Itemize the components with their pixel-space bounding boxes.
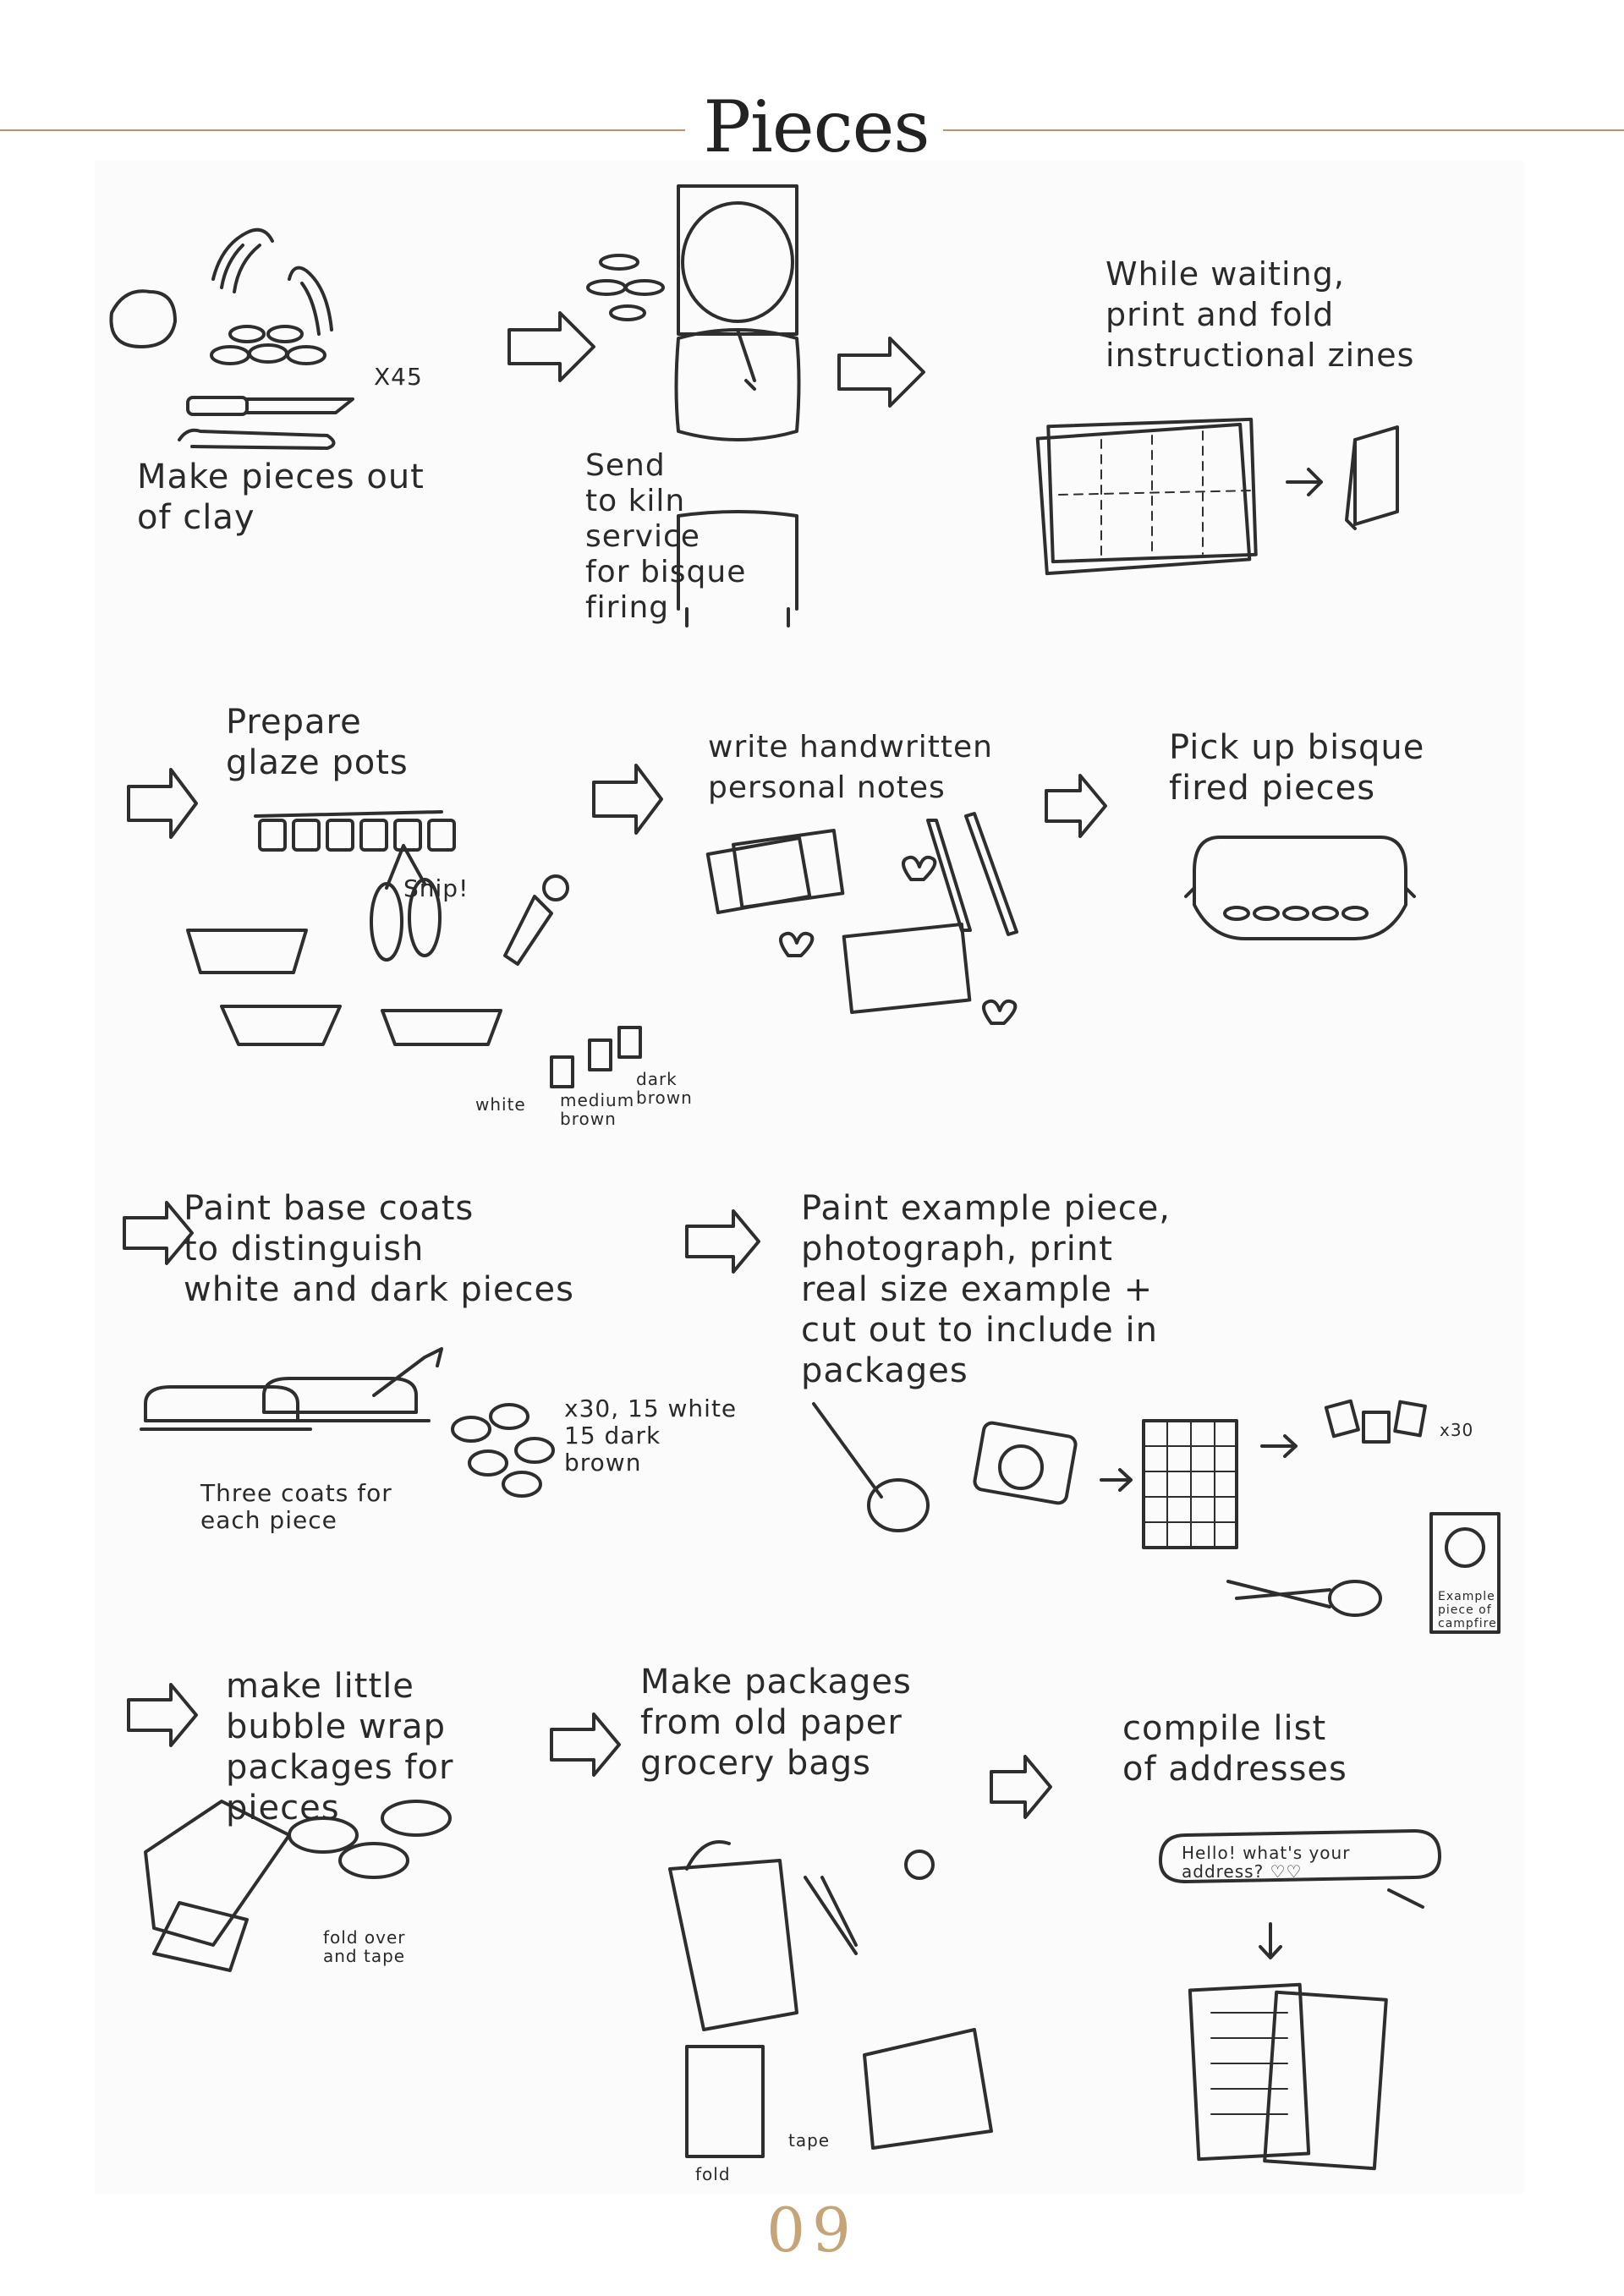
step-example-count: x30	[1440, 1420, 1474, 1440]
arrow-9-icon	[1100, 1468, 1133, 1492]
finished-package-icon	[863, 2028, 993, 2150]
printed-sheet-icon	[1142, 1419, 1238, 1549]
clay-lump-icon	[109, 289, 177, 348]
arrow-11-icon	[127, 1683, 198, 1747]
step-bags-fold: fold	[695, 2164, 731, 2184]
trays-icon	[186, 929, 502, 1046]
glaze-color-medium: medium brown	[560, 1090, 635, 1129]
cutouts-icon	[1324, 1399, 1427, 1444]
kiln-icon	[586, 184, 801, 627]
arrow-10-icon	[1260, 1434, 1298, 1458]
sketch-drawings	[109, 184, 1501, 2171]
step-kiln-label: Send to kiln service for bisque firing	[585, 448, 747, 625]
step-glaze-snip: Snip!	[403, 874, 469, 902]
arrow-3-icon	[1286, 468, 1323, 496]
step-example-label: Paint example piece, photograph, print r…	[801, 1189, 1171, 1390]
speech-bubble-text: Hello! what's your address? ♡♡	[1182, 1843, 1351, 1882]
page-title: Pieces	[703, 85, 930, 168]
address-list-icon	[1188, 1982, 1388, 2171]
bisque-tray-icon	[1184, 836, 1416, 940]
zine-booklet-icon	[1345, 425, 1399, 530]
glaze-color-white: white	[475, 1094, 526, 1115]
example-card-text: Example piece of campfire	[1438, 1590, 1497, 1630]
knife-icon	[186, 396, 354, 416]
arrow-13-icon	[990, 1755, 1052, 1819]
example-paint-icon	[812, 1402, 930, 1532]
page-number: 09	[766, 2195, 858, 2266]
arrow-6-icon	[1045, 774, 1107, 838]
step-bubble-fold: fold over and tape	[323, 1927, 406, 1966]
hearts-icon	[779, 855, 1018, 1025]
step-bags-label: Make packages from old paper grocery bag…	[640, 1663, 912, 1783]
paintbrush-icon	[372, 1347, 443, 1397]
bubble-wrap-icon	[144, 1800, 291, 1972]
header-rule-left	[0, 129, 685, 131]
tape-icon	[904, 1849, 935, 1880]
arrow-5-icon	[592, 764, 663, 835]
arrow-12-icon	[550, 1712, 621, 1777]
arrow-14-icon	[1259, 1922, 1282, 1959]
arrow-1-icon	[508, 311, 595, 382]
step-notes-label: write handwritten personal notes	[708, 730, 993, 805]
folded-paper-icon	[685, 2045, 765, 2158]
scissors-3-icon	[804, 1876, 858, 1955]
scissors-icon	[370, 844, 442, 962]
speech-bubble-icon	[1159, 1829, 1441, 1909]
pens-icon	[926, 812, 1018, 936]
dropper-icon	[503, 874, 569, 966]
arrow-4-icon	[127, 768, 198, 839]
scissors-2-icon	[1226, 1580, 1382, 1617]
example-card-icon	[1429, 1512, 1501, 1634]
step-addresses-label: compile list of addresses	[1122, 1709, 1347, 1789]
step-basecoat-coats: Three coats for each piece	[200, 1479, 392, 1534]
painted-pieces-icon	[451, 1403, 555, 1498]
carving-tool-icon	[178, 428, 336, 450]
step-bags-tape: tape	[788, 2130, 831, 2151]
glaze-pots-icon	[254, 810, 456, 852]
step-basecoat-counts: x30, 15 white 15 dark brown	[564, 1395, 738, 1477]
step-pickup-label: Pick up bisque fired pieces	[1169, 728, 1425, 808]
step-clay-label: Make pieces out of clay	[137, 458, 425, 537]
sketch-sheet: Make pieces out of clay X45 Send to kiln…	[95, 161, 1524, 2195]
grocery-bag-icon	[668, 1840, 798, 2031]
header-rule-right	[943, 129, 1624, 131]
note-cards-icon	[705, 829, 972, 1015]
step-clay-count: X45	[374, 363, 423, 391]
paper-stack-icon	[1035, 417, 1258, 576]
arrow-2-icon	[837, 337, 925, 408]
step-zines-label: While waiting, print and fold instructio…	[1106, 255, 1415, 374]
step-basecoat-label: Paint base coats to distinguish white an…	[184, 1189, 574, 1309]
step-glaze-label: Prepare glaze pots	[226, 703, 409, 782]
step-bubble-label: make little bubble wrap packages for pie…	[226, 1667, 454, 1827]
glaze-color-dark: dark brown	[636, 1069, 693, 1108]
arrow-8-icon	[685, 1209, 760, 1274]
hands-icon	[211, 227, 333, 336]
camera-icon	[973, 1421, 1078, 1505]
painted-trays-icon	[140, 1377, 431, 1431]
clay-pieces-icon	[210, 325, 326, 365]
wrap-pieces-icon	[288, 1800, 452, 1879]
small-glaze-jars-icon	[550, 1026, 642, 1088]
arrow-7-icon	[123, 1201, 194, 1265]
